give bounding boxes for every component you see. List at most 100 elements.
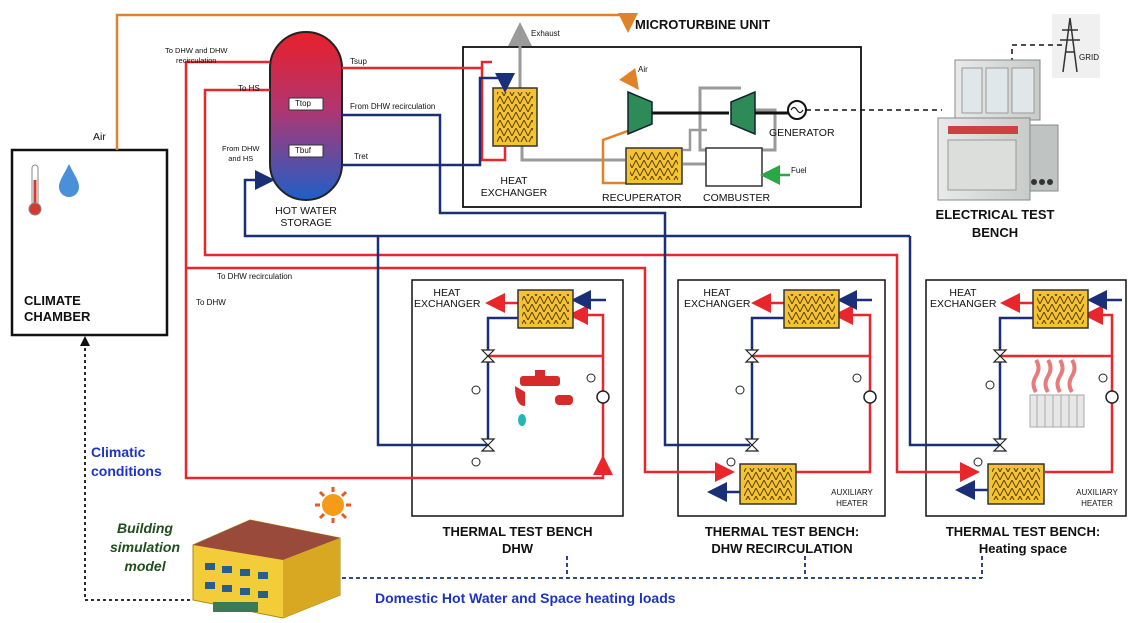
climatic-conditions-label: Climatic conditions [91,443,162,481]
b1-hx-label: HEAT EXCHANGER [414,287,481,310]
turbine-icon [730,90,756,136]
water-drop-icon [59,164,79,197]
b3-aux-label: AUXILIARY HEATER [1068,487,1126,509]
fuel-label: Fuel [791,166,807,175]
to-hs-label: To HS [238,84,260,93]
to-dhw-recirc-pipe-label: To DHW recirculation [217,272,293,281]
b3-sensor-a [985,380,995,390]
b2-hx-label: HEAT EXCHANGER [684,288,751,310]
combuster-box [705,147,763,187]
air-supply-line [115,13,638,150]
b1-title-line1: THERMAL TEST BENCH [442,524,593,539]
b3-hx-coil [1037,294,1084,324]
ttop-sensor-box [288,97,324,111]
building-line1: Building [117,520,173,536]
b1-sensor-a [471,385,481,395]
tbuf-sensor-box [288,144,324,158]
exhaust-label: Exhaust [531,29,560,38]
climatic-line1: Climatic [91,444,146,460]
b2-aux-line2: HEATER [836,499,868,508]
b2-title-line1: THERMAL TEST BENCH: [704,524,860,539]
electrical-title-line1: ELECTRICAL TEST [935,207,1055,222]
b1-hx-line1: HEAT [433,287,461,299]
blue-return-header [243,170,910,238]
b1-title: THERMAL TEST BENCH DHW [412,523,623,557]
b3-title-line2: Heating space [978,541,1068,556]
climate-chamber-box [10,148,169,337]
mt-hx-line1: HEAT [500,175,528,187]
mt-hx-line2: EXCHANGER [480,187,548,199]
to-dhw-recirc-line2: recirculation [176,56,217,65]
b3-red-loop [1045,305,1114,474]
b3-hx-line1: HEAT [949,287,977,299]
radiator-icon [1029,358,1085,428]
b2-sensor-b [852,373,862,383]
microturbine-title: MICROTURBINE UNIT [635,17,771,32]
blue-tret-line [342,73,515,167]
gas-line-3 [748,108,777,152]
from-dhw-hs-line1: From DHW [222,144,260,153]
climatic-line2: conditions [91,463,162,479]
b3-sensor-b [1098,373,1108,383]
b1-valve-icon [480,349,496,363]
recuperator-coil [630,152,678,180]
thermometer-icon [28,164,42,216]
b2-aux-label: AUXILIARY HEATER [820,487,884,509]
red-supply-mt-loop [480,60,507,162]
b2-title-line2: DHW RECIRCULATION [711,541,853,556]
building-line2: simulation [109,539,180,555]
mt-air-label: Air [638,65,648,74]
b2-aux-line1: AUXILIARY [831,488,873,497]
storage-title-line1: HOT WATER [275,205,337,217]
generator-symbol [790,106,804,114]
climate-chamber-title: CLIMATE CHAMBER [24,293,90,325]
b2-aux-coil [744,468,792,500]
compressor-icon [627,90,653,136]
b3-hx-label: HEAT EXCHANGER [930,287,997,310]
b3-aux-line2: HEATER [1081,499,1113,508]
b3-sensor-c [973,457,983,467]
b1-red-loop [568,305,605,460]
b2-red-loop [795,305,872,474]
blue-from-dhw-recirc-line [342,113,667,236]
blue-return-main [908,236,1000,447]
combuster-label: COMBUSTER [703,192,771,204]
bench-dhw-box [411,279,624,517]
from-dhw-hs-line2: and HS [228,154,254,163]
to-dhw-recirc-line1: To DHW and DHW [165,46,228,55]
b2-mix-valve-icon [744,438,760,452]
climatic-conditions-link [84,340,190,601]
grid-to-bench-line [1011,44,1062,62]
b1-pump-icon [596,390,610,404]
b3-pump-icon [1105,390,1119,404]
tret-label: Tret [354,152,368,161]
b1-sensor-b [586,373,596,383]
b2-valve-icon [744,349,760,363]
mt-hx-label: HEAT EXCHANGER [472,175,556,199]
blue-dhw-return [376,236,488,447]
storage-title-line2: STORAGE [280,217,332,229]
to-dhw-pipe-label: To DHW [196,298,226,307]
b1-blue-loop [486,316,518,445]
recuperator-label: RECUPERATOR [602,192,682,204]
b2-sensor-c [726,457,736,467]
b3-blue-loop [998,316,1033,445]
b2-pump-icon [863,390,877,404]
b1-title-line2: DHW [501,541,534,556]
climate-title-line2: CHAMBER [24,309,91,324]
hot-water-storage-tank [269,31,343,201]
building-simulation-label: Building simulation model [103,519,187,576]
recuperator-to-combuster-line [683,128,707,152]
from-dhw-recirc-label: From DHW recirculation [350,102,436,111]
sun-icon [315,487,351,523]
b3-hx-line2: EXCHANGER [930,298,997,310]
air-label: Air [93,131,106,143]
ttop-label: Ttop [295,99,312,108]
b3-title-line1: THERMAL TEST BENCH: [945,524,1101,539]
air-to-compressor-line [619,67,639,91]
b3-aux-line1: AUXILIARY [1076,488,1118,497]
b2-hx-coil [788,294,835,324]
to-dhw-recirc-label: To DHW and DHW recirculation [165,46,228,66]
grid-tower-icon [1052,14,1100,78]
